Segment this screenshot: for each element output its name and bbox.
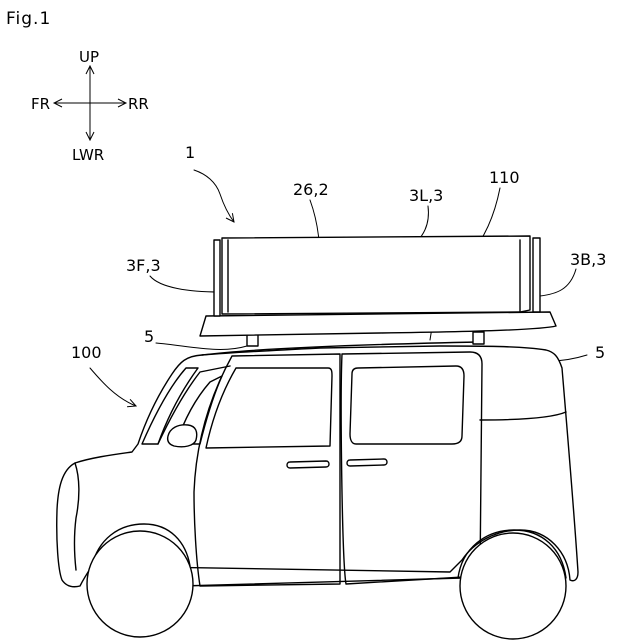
label-left-panel: 3L,3	[409, 186, 443, 205]
bracket-rear	[473, 332, 484, 344]
direction-compass: UP FR RR LWR	[31, 48, 149, 164]
front-label: FR	[31, 95, 50, 113]
left-panel	[222, 236, 530, 314]
label-front-panel: 3F,3	[126, 256, 161, 275]
leader-vehicle	[90, 368, 136, 406]
back-panel	[533, 238, 540, 312]
label-bracket-front: 5	[144, 327, 154, 346]
front-door-handle	[287, 461, 329, 468]
lower-label: LWR	[72, 146, 104, 164]
rear-label: RR	[128, 95, 149, 113]
vehicle	[57, 346, 578, 639]
label-roof: 110	[489, 168, 520, 187]
label-platform: 26,2	[293, 180, 329, 199]
leader-back-panel	[540, 269, 576, 296]
front-wheel	[87, 531, 193, 637]
label-assembly: 1	[185, 143, 195, 162]
label-back-panel: 3B,3	[570, 250, 606, 269]
leader-front-panel	[150, 276, 219, 292]
leader-bracket-front	[156, 343, 247, 349]
label-bracket-rear: 5	[595, 343, 605, 362]
roof-carrier	[200, 236, 556, 355]
up-label: UP	[79, 48, 99, 66]
figure-title: Fig.1	[6, 9, 51, 29]
label-vehicle: 100	[71, 343, 102, 362]
leader-assembly	[194, 170, 234, 222]
rear-door-handle	[347, 459, 387, 466]
rear-wheel	[460, 533, 566, 639]
front-panel	[214, 240, 220, 316]
platform	[200, 312, 556, 336]
